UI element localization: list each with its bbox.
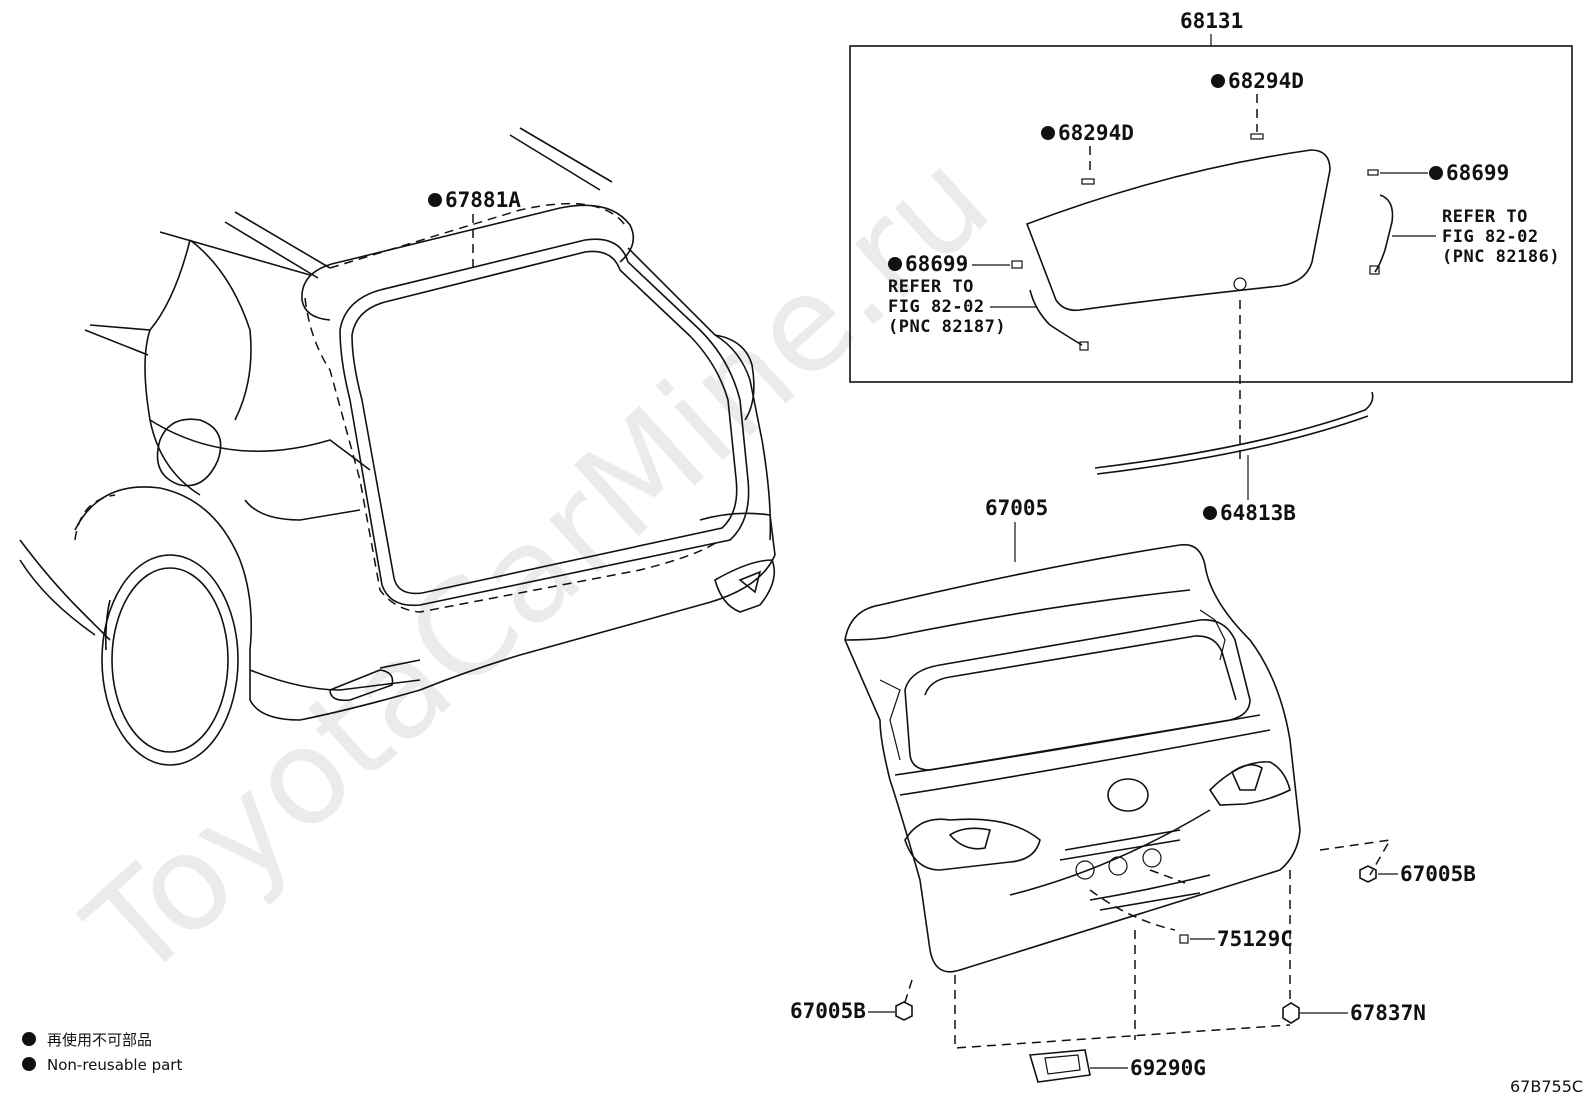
- label-68699-right: 68699: [1446, 161, 1509, 185]
- legend-english-text: Non-reusable part: [47, 1056, 182, 1074]
- label-64813B: 64813B: [1220, 501, 1296, 525]
- figure-code: 67B755C: [1510, 1077, 1583, 1096]
- note-right-line3: (PNC 82186): [1442, 247, 1560, 267]
- note-left-line2: FIG 82-02: [888, 297, 985, 317]
- label-67005B-right: 67005B: [1400, 862, 1476, 886]
- callout-67005B-right: 67005B: [1319, 839, 1476, 886]
- watermark-text: ToyotaCarMine.ru: [58, 123, 1019, 1010]
- callout-67005B-left: 67005B: [790, 979, 913, 1023]
- back-door-panel-illustration: 67005: [844, 496, 1301, 973]
- label-69290G: 69290G: [1130, 1056, 1206, 1080]
- note-left-line3: (PNC 82187): [888, 317, 1006, 337]
- note-right-line1: REFER TO: [1442, 207, 1528, 227]
- label-68131: 68131: [1180, 9, 1243, 33]
- legend-dot-2: [22, 1057, 36, 1071]
- glass-assembly-box: 68131 68294D 68294D 68699 REFER TO FIG 8…: [849, 9, 1573, 383]
- back-window-glass: [1025, 149, 1331, 312]
- vehicle-rear-illustration: [19, 127, 776, 766]
- callout-67881A: 67881A: [428, 188, 521, 268]
- callout-75129C: 75129C: [1179, 927, 1293, 951]
- label-68699-left: 68699: [905, 252, 968, 276]
- legend: 再使用不可部品 Non-reusable part: [22, 1031, 182, 1074]
- label-68294D-left: 68294D: [1058, 121, 1134, 145]
- label-67005: 67005: [985, 496, 1048, 520]
- note-right-line2: FIG 82-02: [1442, 227, 1539, 247]
- label-67005B-left: 67005B: [790, 999, 866, 1023]
- callout-67837N: 67837N: [1282, 870, 1426, 1025]
- legend-dot-1: [22, 1032, 36, 1046]
- moulding-64813B: 64813B: [1094, 391, 1374, 525]
- label-75129C: 75129C: [1217, 927, 1293, 951]
- label-68294D-top: 68294D: [1228, 69, 1304, 93]
- label-67881A: 67881A: [445, 188, 521, 212]
- callout-69290G: 69290G: [954, 930, 1291, 1083]
- note-left-line1: REFER TO: [888, 277, 974, 297]
- label-67837N: 67837N: [1350, 1001, 1426, 1025]
- legend-japanese-text: 再使用不可部品: [47, 1031, 152, 1049]
